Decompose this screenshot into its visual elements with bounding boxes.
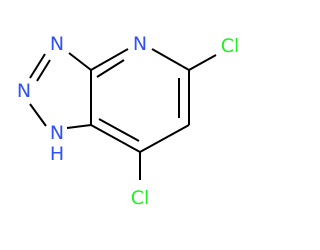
bond-c7-c7a-double <box>98 118 140 142</box>
cl-7-label: Cl <box>131 187 150 209</box>
n-triazole-mid-label: N <box>17 80 31 102</box>
bond-c7-c7a <box>90 124 141 153</box>
molecule-canvas: N Cl Cl N N N H <box>16 33 240 209</box>
bond-c3a-n3 <box>68 52 92 71</box>
bond-c6-c7 <box>139 124 190 153</box>
n-pyridine-label: N <box>133 33 147 55</box>
cl-5-label: Cl <box>221 35 240 57</box>
bond-c3a-n4-double <box>96 59 125 78</box>
molecule-structure: N Cl Cl N N N H <box>17 33 240 209</box>
n-triazole-top-label: N <box>50 33 64 55</box>
bond-n3-n2 <box>29 53 46 79</box>
bond-n2-n1 <box>29 103 47 127</box>
bond-n3-n2-double <box>36 59 51 82</box>
nh-triazole-label: N <box>50 122 64 144</box>
bond-n1-c7a <box>66 124 92 129</box>
bond-n4-c5 <box>151 48 190 71</box>
bond-c5-cl <box>188 54 217 71</box>
bond-c3a-n4 <box>90 48 129 71</box>
nh-hydrogen-label: H <box>50 143 64 165</box>
